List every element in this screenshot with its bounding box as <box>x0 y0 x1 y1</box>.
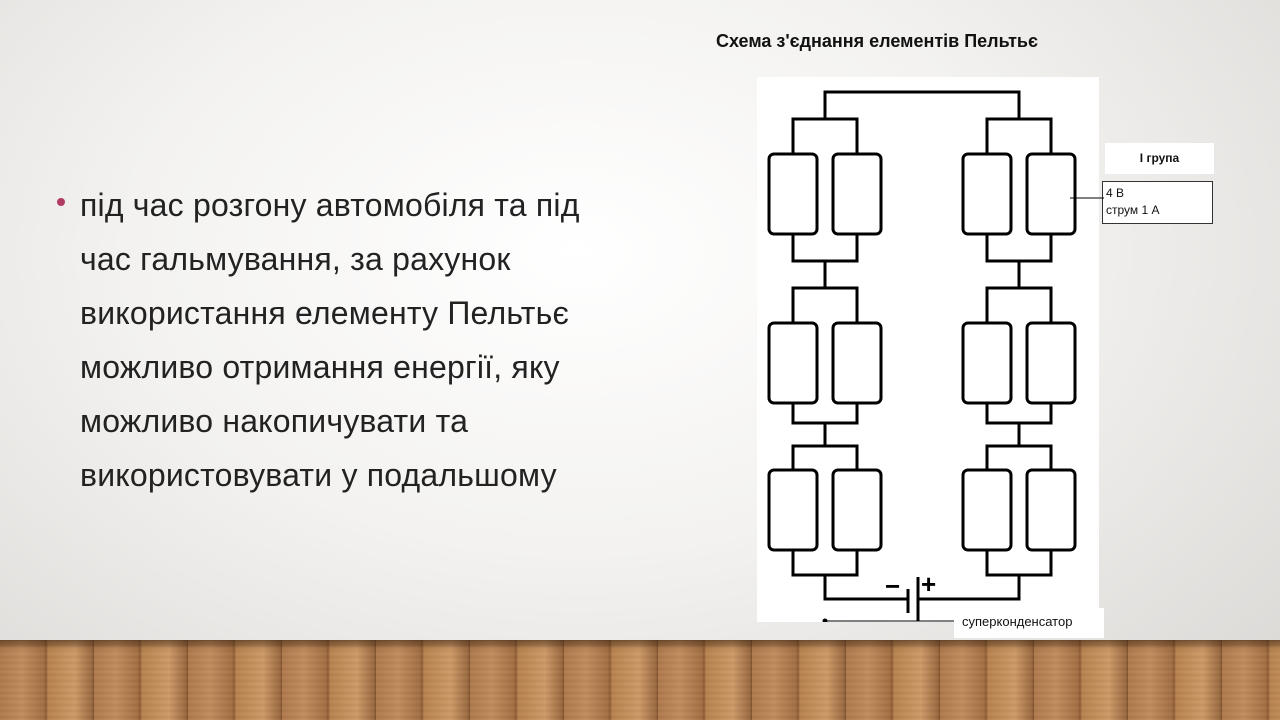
battery-minus-sign: − <box>885 571 900 601</box>
peltier-element <box>1025 321 1077 405</box>
peltier-element <box>961 152 1013 236</box>
peltier-element <box>767 468 819 552</box>
peltier-elements <box>767 152 1077 552</box>
peltier-element <box>831 468 883 552</box>
diagram-title: Схема з'єднання елементів Пельтьє <box>716 31 1038 51</box>
peltier-element <box>767 152 819 236</box>
bullet-list: під час розгону автомобіля та під час га… <box>52 178 662 502</box>
peltier-element <box>831 321 883 405</box>
peltier-element <box>1025 152 1077 236</box>
voltage-value: 4 В <box>1106 186 1125 200</box>
bullet-text: під час розгону автомобіля та під час га… <box>80 187 580 493</box>
bullet-icon <box>57 198 65 206</box>
peltier-element <box>831 152 883 236</box>
current-value: струм 1 А <box>1106 203 1160 217</box>
battery-symbol: − + <box>885 569 936 621</box>
circuit-wires <box>791 90 1053 601</box>
peltier-element <box>1025 468 1077 552</box>
group-label: І група <box>1105 143 1214 174</box>
peltier-element <box>961 321 1013 405</box>
spec-leader-line <box>1070 197 1104 199</box>
peltier-element <box>961 468 1013 552</box>
circuit-diagram-panel: − + <box>757 77 1099 622</box>
wooden-floor-background <box>0 640 1280 720</box>
peltier-element <box>767 321 819 405</box>
supercapacitor-label: суперконденсатор <box>954 608 1104 638</box>
battery-plus-sign: + <box>921 569 936 599</box>
group-spec-box: 4 В струм 1 А <box>1102 181 1213 224</box>
circuit-diagram: − + <box>767 90 1077 622</box>
